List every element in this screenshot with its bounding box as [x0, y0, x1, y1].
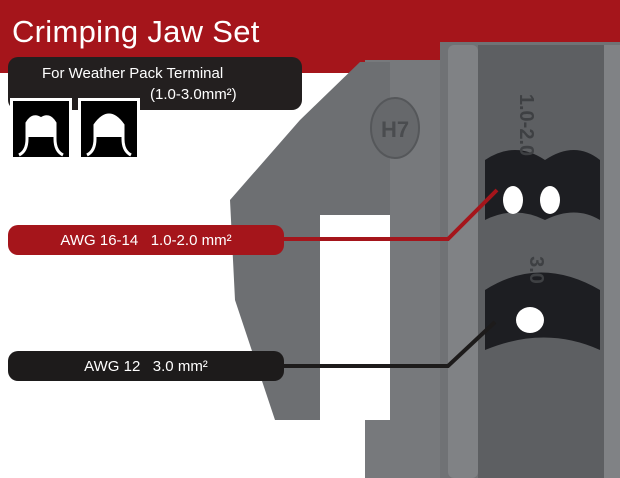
jaw-model-mark: H7: [381, 117, 409, 142]
awg-12-label: AWG 12 3.0 mm²: [8, 351, 284, 381]
weather-pack-terminal-single-icon: [78, 98, 140, 160]
awg-16-14-label: AWG 16-14 1.0-2.0 mm²: [8, 225, 284, 255]
leader-line-2: [284, 320, 497, 368]
cavity-1: [485, 150, 600, 220]
weather-pack-terminal-double-icon: [10, 98, 72, 160]
cavity-2: [485, 272, 600, 350]
cavity-2-mark: 3.0: [525, 256, 547, 284]
cavity-1-mark: 1.0-2.0: [515, 94, 537, 156]
leader-line-1: [284, 188, 499, 241]
subtitle-pill: For Weather Pack Terminal (1.0-3.0mm²): [8, 57, 302, 110]
page-title: Crimping Jaw Set: [12, 14, 260, 49]
subtitle-line-1: For Weather Pack Terminal: [42, 65, 224, 82]
subtitle-line-2: (1.0-3.0mm²): [150, 86, 237, 103]
